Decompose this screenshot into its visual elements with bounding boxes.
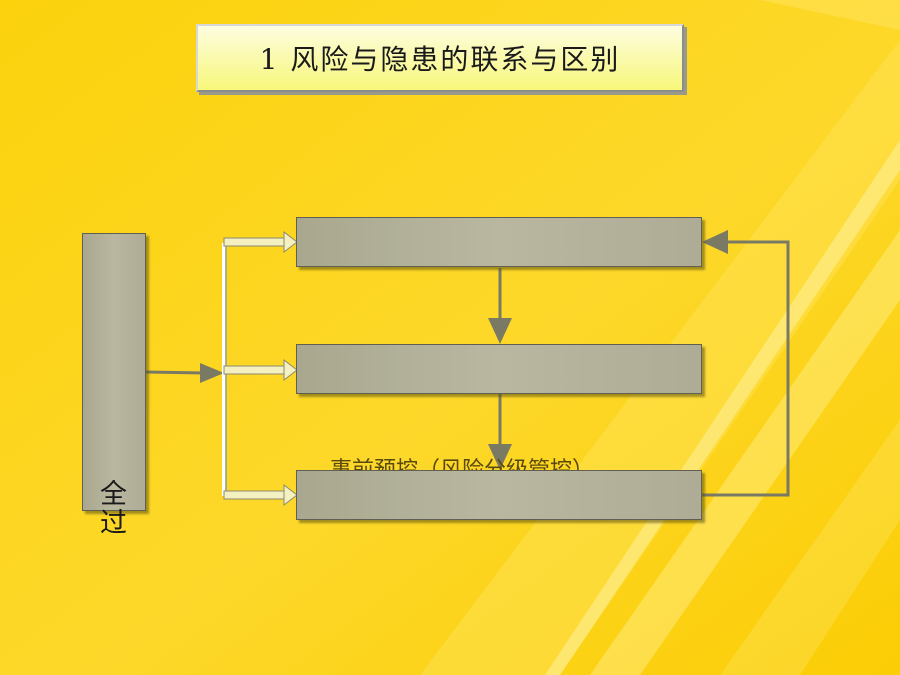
stage1-to-stage2-arrowhead xyxy=(488,318,512,344)
bar-to-bracket-line xyxy=(145,370,206,375)
slide-title-box: 1 风险与隐患的联系与区别 xyxy=(196,24,684,92)
slide-title: 1 风险与隐患的联系与区别 xyxy=(259,43,621,76)
left-process-bar xyxy=(82,233,146,511)
branch-arrow-2 xyxy=(223,358,298,382)
bar-to-bracket-arrowhead xyxy=(200,363,224,383)
stage-box-2 xyxy=(296,344,702,394)
branch-arrow-3 xyxy=(223,483,298,507)
stage-box-3 xyxy=(296,470,702,520)
stage2-to-stage3-arrowhead xyxy=(488,444,512,470)
feedback-loop-arrowhead xyxy=(702,230,728,254)
feedback-loop-line xyxy=(702,240,790,497)
branch-arrow-1 xyxy=(223,230,298,254)
stage-box-1 xyxy=(296,217,702,267)
left-bar-label: 全过 xyxy=(100,480,127,534)
